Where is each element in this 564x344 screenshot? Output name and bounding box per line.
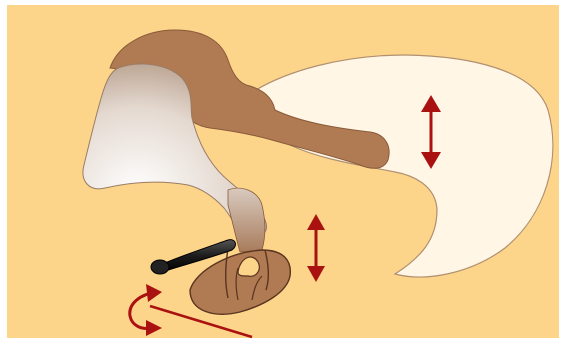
ossicles-diagram [0,0,564,344]
diagram-canvas [0,0,564,344]
